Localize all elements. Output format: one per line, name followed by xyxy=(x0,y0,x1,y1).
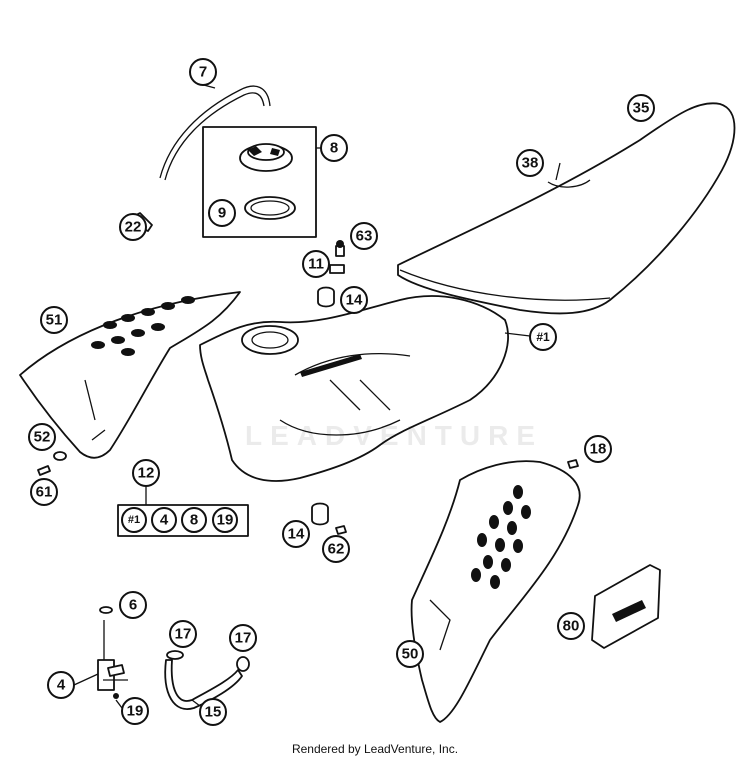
credit-footer: Rendered by LeadVenture, Inc. xyxy=(291,742,459,756)
callout-14-bottom: 14 xyxy=(282,520,310,548)
callout-63: 63 xyxy=(350,222,378,250)
svg-text:15: 15 xyxy=(205,704,222,721)
svg-text:17: 17 xyxy=(175,626,192,643)
callout-17-right: 17 xyxy=(229,624,257,652)
svg-text:80: 80 xyxy=(563,618,580,635)
callout-62: 62 xyxy=(322,535,350,563)
decal xyxy=(591,564,661,649)
svg-text:62: 62 xyxy=(328,541,345,558)
callout-80: 80 xyxy=(557,612,585,640)
svg-text:19: 19 xyxy=(127,703,144,720)
group12-item-19: 19 xyxy=(212,507,238,533)
svg-text:9: 9 xyxy=(218,205,226,222)
svg-text:4: 4 xyxy=(160,512,169,529)
parts-group-12 xyxy=(117,486,249,537)
group12-item-8: 8 xyxy=(181,507,207,533)
callout-51: 51 xyxy=(40,306,68,334)
callout-4: 4 xyxy=(47,671,75,699)
svg-text:51: 51 xyxy=(46,312,63,329)
callout-8: 8 xyxy=(320,134,348,162)
watermark: LEADVENTURE xyxy=(245,420,544,451)
svg-text:#1: #1 xyxy=(128,514,140,526)
svg-text:12: 12 xyxy=(138,465,155,482)
fuel-line xyxy=(164,650,250,710)
svg-text:19: 19 xyxy=(217,512,234,529)
group12-item-4: 4 xyxy=(151,507,177,533)
fuel-cap-box xyxy=(202,126,317,238)
callout-9: 9 xyxy=(208,199,236,227)
svg-text:14: 14 xyxy=(346,292,363,309)
svg-text:63: 63 xyxy=(356,228,373,245)
svg-text:18: 18 xyxy=(590,441,607,458)
svg-text:8: 8 xyxy=(330,140,338,157)
svg-text:6: 6 xyxy=(129,597,137,614)
svg-text:4: 4 xyxy=(57,677,66,694)
svg-text:8: 8 xyxy=(190,512,198,529)
svg-text:#1: #1 xyxy=(536,330,550,344)
seat-hardware xyxy=(317,240,345,308)
callout-19: 19 xyxy=(121,697,149,725)
svg-text:11: 11 xyxy=(308,256,324,273)
callout-17-left: 17 xyxy=(169,620,197,648)
callout-35: 35 xyxy=(627,94,655,122)
fuel-tank xyxy=(199,295,509,482)
callout-6: 6 xyxy=(119,591,147,619)
callout-11: 11 xyxy=(302,250,330,278)
callout-7: 7 xyxy=(189,58,217,86)
callout-15: 15 xyxy=(199,698,227,726)
svg-text:61: 61 xyxy=(36,484,53,501)
shroud-hardware-left xyxy=(37,451,67,476)
group12-item-tank: #1 xyxy=(121,507,147,533)
svg-text:35: 35 xyxy=(633,100,650,117)
breather-hose xyxy=(159,85,271,181)
fuel-tap xyxy=(97,606,125,699)
svg-text:22: 22 xyxy=(125,219,142,236)
callout-18: 18 xyxy=(584,435,612,463)
tank-hardware xyxy=(311,459,579,535)
callout-22: 22 xyxy=(119,213,147,241)
svg-text:17: 17 xyxy=(235,630,252,647)
callout-14-top: 14 xyxy=(340,286,368,314)
callout-12: 12 xyxy=(132,459,160,487)
svg-text:38: 38 xyxy=(522,155,539,172)
svg-text:14: 14 xyxy=(288,526,305,543)
right-shroud xyxy=(410,460,581,723)
parts-diagram: 7 8 9 22 35 38 63 11 14 51 #1 52 61 12 1… xyxy=(19,58,736,726)
callout-tank-ref: #1 xyxy=(529,323,557,351)
callout-61: 61 xyxy=(30,478,58,506)
svg-text:50: 50 xyxy=(402,646,419,663)
callout-52: 52 xyxy=(28,423,56,451)
callout-38: 38 xyxy=(516,149,544,177)
callout-50: 50 xyxy=(396,640,424,668)
svg-text:52: 52 xyxy=(34,429,51,446)
seat xyxy=(397,102,736,315)
svg-text:7: 7 xyxy=(199,64,207,81)
left-shroud xyxy=(19,291,241,459)
